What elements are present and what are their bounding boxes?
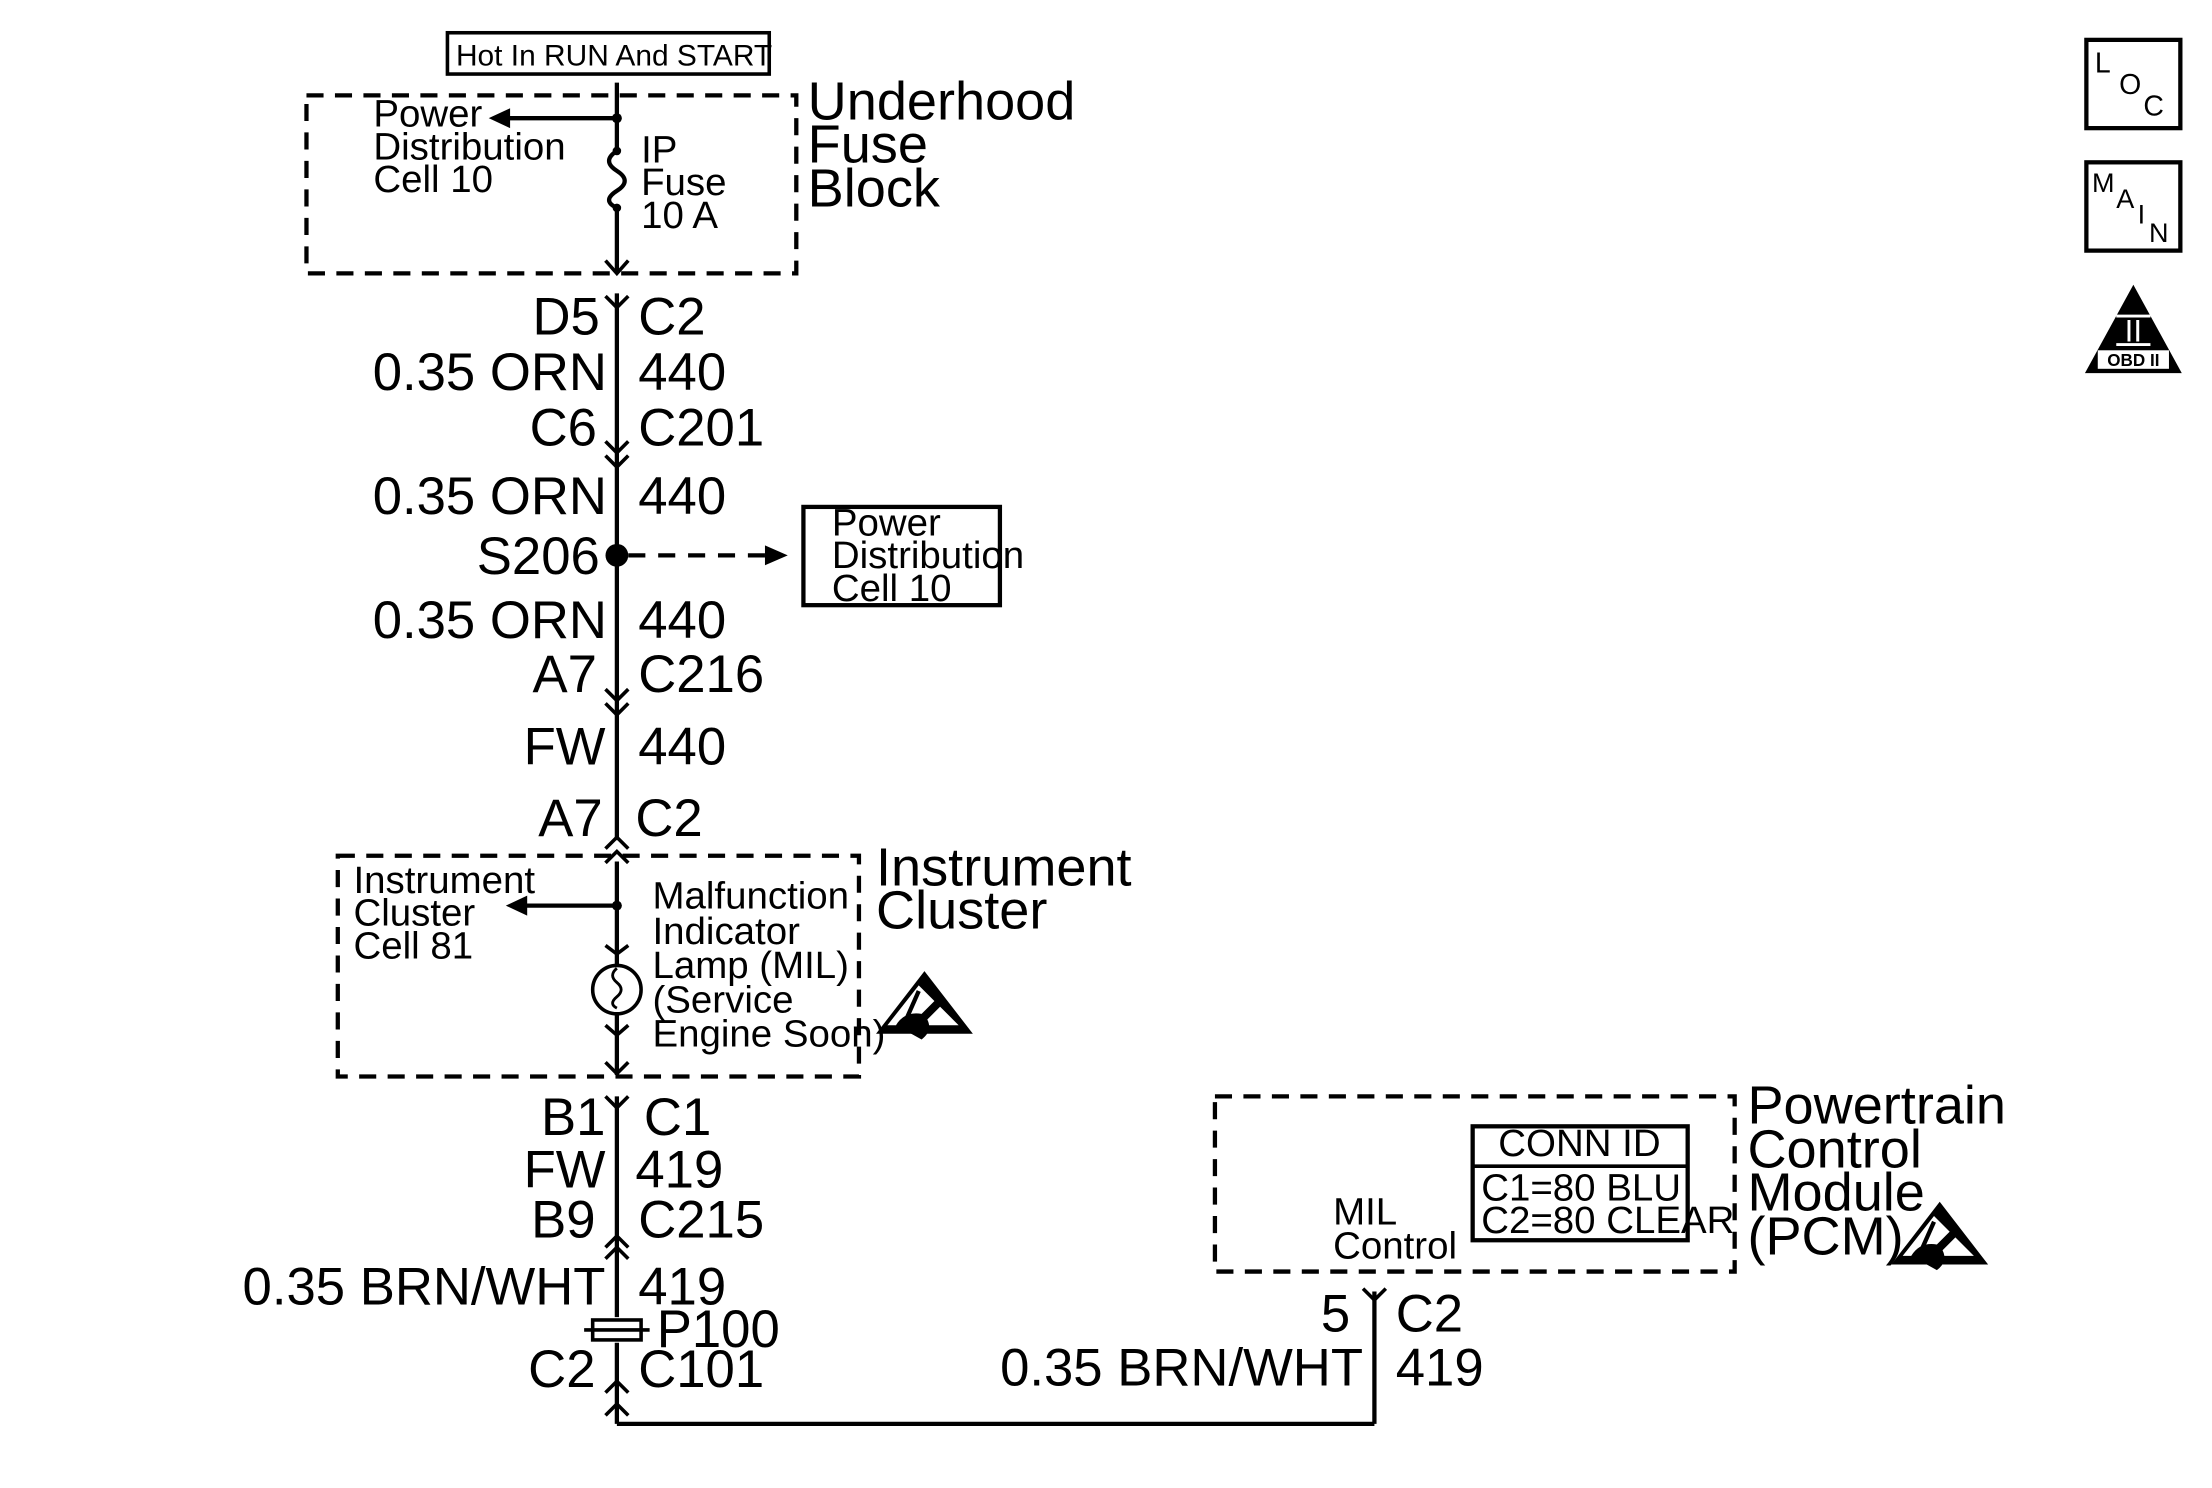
cluster-title-2: Cluster [876,880,1047,940]
wire-6-gauge: 0.35 BRN/WHT [243,1257,606,1316]
conn-c6-conn: C201 [638,399,764,458]
fuse-block-title-1: Underhood [808,72,1076,132]
pcm-wire-gauge: 0.35 BRN/WHT [1000,1338,1363,1397]
cluster-box [335,853,862,1079]
fuse-block-title-2: Fuse [808,114,928,174]
fuse-block-ref-3: Cell 10 [373,158,493,201]
esd-icon-cluster [876,971,973,1039]
obd-roman: II [2125,314,2142,349]
conn-d5-pin: D5 [532,288,599,347]
fuse-label-1: IP [641,128,677,171]
conn-b1-pin: B1 [541,1088,605,1147]
connector-marks [604,259,1388,1417]
passthrough-id: P100 [657,1300,780,1359]
wire-4-gauge: FW [524,718,606,777]
conn-b1-conn: C1 [644,1088,711,1147]
main-icon[interactable]: M A I N [2084,160,2183,253]
wire-2-gauge: 0.35 ORN [373,467,607,526]
wire-6-circuit: 419 [638,1257,726,1316]
loc-letter-l: L [2095,48,2111,80]
wire-3-gauge: 0.35 ORN [373,591,607,650]
conn-c6-pin: C6 [530,399,597,458]
pcm-title-3: Module [1747,1162,1924,1222]
fuse-block-ref-2: Distribution [373,125,565,168]
cluster-ref-3: Cell 81 [353,924,473,967]
cluster-ref-1: Instrument [353,859,535,902]
wire-3-circuit: 440 [638,591,726,650]
splice-id: S206 [477,527,600,586]
main-letter-m: M [2092,168,2115,198]
conn-c2-conn: C101 [638,1340,764,1399]
loc-letter-c: C [2143,90,2164,122]
fuse-label-3: 10 A [641,194,718,237]
wire-4-circuit: 440 [638,718,726,777]
conn-a7-c2-pin: A7 [538,789,602,848]
wire-5-circuit: 419 [635,1141,723,1200]
wire-5-gauge: FW [524,1141,606,1200]
lamp-label-3: Lamp (MIL) [652,944,849,987]
splice-ref-1: Power [832,501,941,544]
wire-1-gauge: 0.35 ORN [373,343,607,402]
obd-ii-icon[interactable]: II OBD II [2084,284,2182,374]
conn-id-c2: C2=80 CLEAR [1481,1199,1734,1242]
conn-d5-conn: C2 [638,288,705,347]
conn-c2-pin: C2 [528,1340,595,1399]
conn-id-title: CONN ID [1498,1122,1660,1165]
conn-a7-pin: A7 [533,645,597,704]
fuse-label-2: Fuse [641,161,726,204]
pcm-title-1: Powertrain [1747,1075,2006,1135]
wire-2-circuit: 440 [638,467,726,526]
cluster-ref-2: Cluster [353,892,475,935]
main-letter-i: I [2138,200,2146,230]
cluster-title-1: Instrument [876,838,1132,898]
main-letter-a: A [2116,184,2134,214]
fuse-block-title-3: Block [808,158,941,218]
conn-b9-pin: B9 [531,1190,595,1249]
mil-control-2: Control [1333,1225,1457,1268]
fuse-block-ref-1: Power [373,93,482,136]
conn-a7-conn: C216 [638,645,764,704]
obd-label: OBD II [2107,351,2159,370]
passthrough-symbol [584,1318,650,1342]
mil-control-1: MIL [1333,1191,1397,1234]
loc-letter-o: O [2119,69,2141,101]
lamp-label-2: Indicator [652,910,800,953]
lamp-label-1: Malfunction [652,874,849,917]
splice-ref-2: Distribution [832,534,1024,577]
splice-ref-box [801,504,1003,608]
header-box [445,30,772,76]
splice-dot [605,543,629,567]
fuse-block-box [304,93,799,276]
conn-id-c1: C1=80 BLU [1481,1166,1681,1209]
pcm-box [1212,1094,1737,1274]
splice-ref-3: Cell 10 [832,567,952,610]
header-label: Hot In RUN And START [456,40,772,73]
pcm-title-2: Control [1747,1120,1921,1180]
pcm-title-4: (PCM) [1747,1206,1903,1266]
pcm-wire-circuit: 419 [1396,1338,1484,1397]
conn-a7-c2-conn: C2 [635,789,702,848]
mil-lamp-icon [590,963,643,1016]
conn-b9-conn: C215 [638,1190,764,1249]
main-letter-n: N [2149,218,2169,248]
pcm-conn: C2 [1396,1284,1463,1343]
lamp-label-4: (Service [652,978,793,1021]
pcm-pin: 5 [1321,1284,1350,1343]
conn-id-box [1470,1124,1690,1243]
main-wire [606,82,1377,1427]
loc-icon[interactable]: L O C [2084,37,2183,131]
wire-1-circuit: 440 [638,343,726,402]
lamp-label-5: Engine Soon) [652,1013,885,1056]
